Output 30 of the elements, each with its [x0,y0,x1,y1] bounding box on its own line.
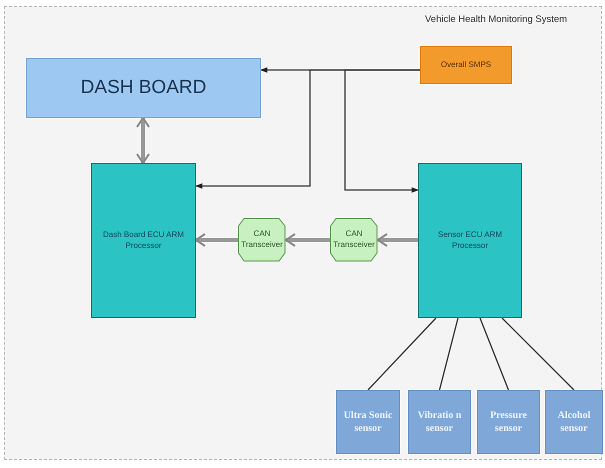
sensor-box [336,390,400,454]
node-label: Sensor ECU ARM Processor [436,230,504,252]
sensor-box [545,390,603,454]
transceiver-box [330,218,378,262]
node-label: Alcohol sensor [556,408,592,436]
sensor-box [477,390,540,454]
arrow [377,233,418,247]
transceiver-box [238,218,286,262]
power-supply-box [420,46,512,84]
connector-line [479,318,510,390]
connector-line [502,318,574,390]
processor-box [418,163,522,318]
node-label: CAN Transceiver [240,229,284,251]
arrow [285,233,330,247]
node-label: Pressure sensor [489,408,528,436]
node-label: Ultra Sonic sensor [342,408,394,436]
processor-box [91,163,196,318]
sensor-box [408,390,471,454]
connector-line [438,318,459,390]
node-label: Vibratio n sensor [416,408,462,436]
node-label: DASH BOARD [80,76,206,100]
arrow [344,69,420,193]
node-label: Overall SMPS [440,60,492,70]
arrow [136,117,150,164]
connector-line [368,318,436,390]
dashboard-box [26,58,261,118]
node-label: CAN Transceiver [332,229,376,251]
diagram-title: Vehicle Health Monitoring System [425,14,568,25]
arrow [195,233,238,247]
node-label: Dash Board ECU ARM Processor [102,230,185,252]
